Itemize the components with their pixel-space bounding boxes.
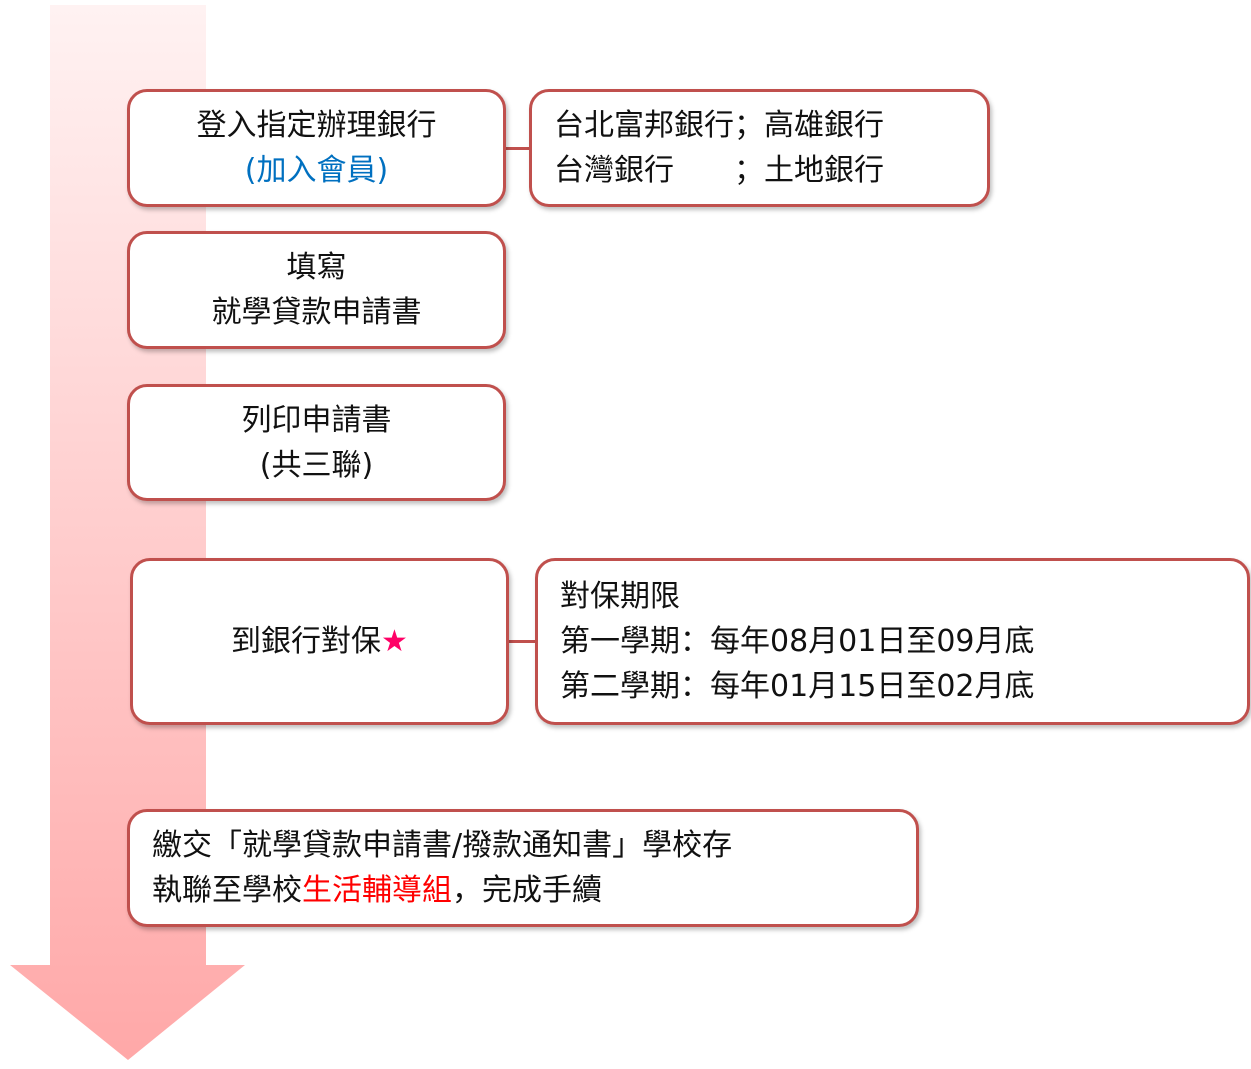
star-icon: ★	[381, 624, 408, 659]
deadline-title: 對保期限	[560, 579, 680, 614]
step-print-line-1: 列印申請書	[241, 402, 392, 438]
step-fill-line-2: 就學貸款申請書	[211, 295, 422, 330]
step-login-bank: 登入指定辦理銀行 (加入會員)	[127, 89, 506, 207]
step-fill-application: 填寫 就學貸款申請書	[127, 231, 506, 349]
step-print-line-2: (共三聯)	[259, 447, 374, 483]
step-login-note: (加入會員)	[244, 153, 389, 188]
step-fill-line-1: 填寫	[286, 250, 347, 285]
submit-line-2-prefix: 執聯至學校	[152, 873, 302, 908]
step-print-application: 列印申請書 (共三聯)	[127, 384, 506, 501]
connector-verify-deadline	[508, 640, 537, 643]
step-bank-verification: 到銀行對保★	[130, 558, 509, 725]
step-verify-label: 到銀行對保	[231, 624, 382, 659]
banks-line-1: 台北富邦銀行；高雄銀行	[554, 108, 884, 143]
submit-office-highlight: 生活輔導組	[302, 873, 452, 908]
deadline-second-semester: 第二學期：每年01月15日至02月底	[560, 669, 1035, 704]
verification-deadline: 對保期限 第一學期：每年08月01日至09月底 第二學期：每年01月15日至02…	[535, 558, 1250, 725]
deadline-first-semester: 第一學期：每年08月01日至09月底	[560, 624, 1035, 659]
submit-line-1: 繳交「就學貸款申請書/撥款通知書」學校存	[152, 828, 733, 863]
step-login-title: 登入指定辦理銀行	[196, 108, 437, 143]
connector-login-banks	[505, 147, 531, 150]
submit-line-2-suffix: ，完成手續	[452, 873, 602, 908]
banks-line-2: 台灣銀行 ；土地銀行	[554, 153, 884, 188]
step-submit-documents: 繳交「就學貸款申請書/撥款通知書」學校存 執聯至學校生活輔導組，完成手續	[127, 809, 919, 927]
designated-banks: 台北富邦銀行；高雄銀行 台灣銀行 ；土地銀行	[529, 89, 990, 207]
